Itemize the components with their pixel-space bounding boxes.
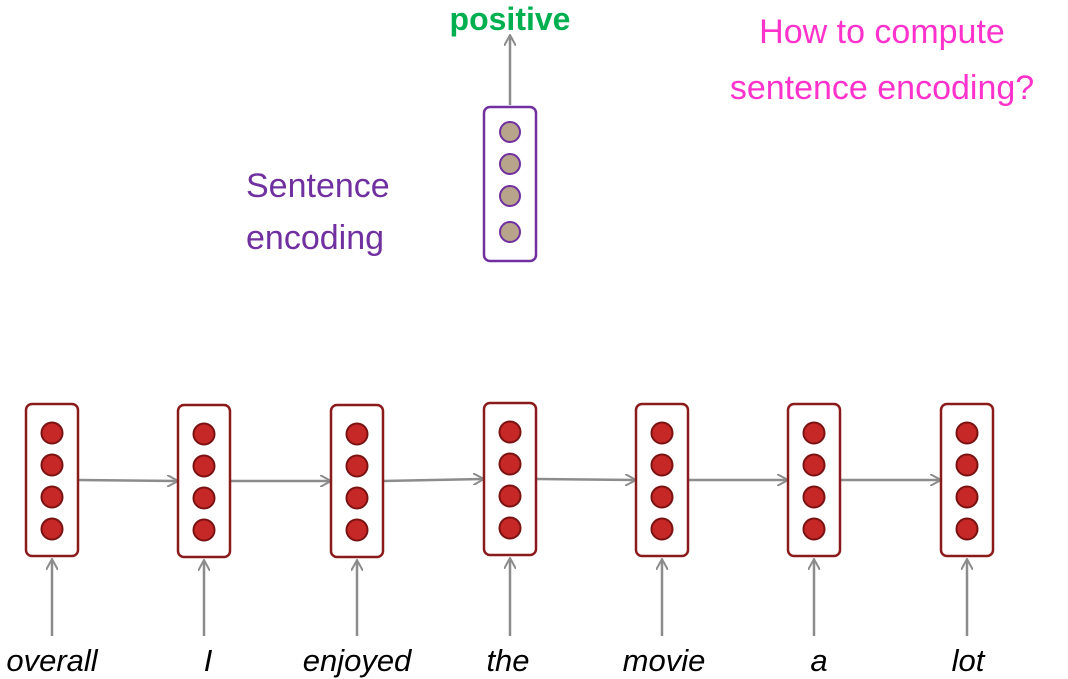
rnn-cell-2: [176, 403, 232, 559]
sentence-encoding-neuron-2: [499, 153, 521, 175]
rnn-neuron-2: [650, 453, 674, 477]
rnn-neuron-1: [955, 421, 979, 445]
rnn-neuron-4: [498, 516, 522, 540]
arrows-layer: [52, 36, 967, 636]
rnn-neuron-2: [345, 454, 369, 478]
input-word-3: enjoyed: [302, 643, 412, 678]
rnn-cell-7: [939, 402, 995, 558]
rnn-neuron-2: [802, 453, 826, 477]
rnn-cell-box: [634, 402, 690, 558]
input-word-5: movie: [622, 643, 706, 678]
rnn-cell-box: [786, 402, 842, 558]
rnn-cell-3: [329, 403, 385, 559]
sentence-encoding-label: Sentence encoding: [246, 160, 390, 264]
sentence-encoding-vector: [482, 105, 538, 263]
sentence-encoding-label-line-2: encoding: [246, 219, 385, 257]
sentence-encoding-label-line-1: Sentence: [246, 167, 390, 205]
rnn-neuron-1: [192, 422, 216, 446]
rnn-neuron-2: [498, 452, 522, 476]
question-line-2: sentence encoding?: [729, 69, 1035, 107]
rnn-neuron-4: [955, 517, 979, 541]
rnn-neuron-2: [192, 454, 216, 478]
rnn-cell-box: [482, 401, 538, 557]
input-word-6: a: [810, 643, 828, 678]
rnn-neuron-4: [650, 517, 674, 541]
rnn-neuron-2: [955, 453, 979, 477]
rnn-neuron-2: [40, 453, 64, 477]
rnn-neuron-3: [802, 485, 826, 509]
recurrent-arrow-4: [535, 479, 635, 480]
rnn-cell-5: [634, 402, 690, 558]
rnn-neuron-4: [802, 517, 826, 541]
recurrent-arrow-3: [382, 479, 483, 481]
rnn-cell-box: [176, 403, 232, 559]
sentence-encoding-neuron-4: [499, 221, 521, 243]
rnn-neuron-1: [345, 422, 369, 446]
question-annotation: How to compute sentence encoding?: [702, 4, 1062, 116]
rnn-neuron-3: [345, 486, 369, 510]
rnn-neuron-3: [192, 486, 216, 510]
rnn-cell-6: [786, 402, 842, 558]
rnn-neuron-3: [498, 484, 522, 508]
rnn-neuron-3: [40, 485, 64, 509]
rnn-neuron-3: [955, 485, 979, 509]
rnn-neuron-1: [40, 421, 64, 445]
input-word-7: lot: [951, 643, 985, 678]
rnn-neuron-3: [650, 485, 674, 509]
rnn-cell-1: [24, 402, 80, 558]
output-label-positive: positive: [449, 1, 571, 37]
input-word-4: the: [486, 643, 530, 678]
rnn-neuron-4: [192, 518, 216, 542]
rnn-cell-box: [939, 402, 995, 558]
rnn-neuron-4: [345, 518, 369, 542]
rnn-neuron-4: [40, 517, 64, 541]
rnn-cell-4: [482, 401, 538, 557]
question-line-1: How to compute: [759, 13, 1005, 51]
rnn-cell-box: [329, 403, 385, 559]
input-word-2: I: [203, 643, 213, 678]
cells-layer: [24, 105, 995, 559]
sentence-encoding-neuron-3: [499, 185, 521, 207]
rnn-neuron-1: [802, 421, 826, 445]
recurrent-arrow-1: [77, 480, 177, 481]
rnn-cell-box: [24, 402, 80, 558]
rnn-neuron-1: [498, 420, 522, 444]
input-word-1: overall: [6, 643, 98, 678]
sentence-encoding-neuron-1: [499, 121, 521, 143]
sentence-encoding-box: [482, 105, 538, 263]
rnn-neuron-1: [650, 421, 674, 445]
